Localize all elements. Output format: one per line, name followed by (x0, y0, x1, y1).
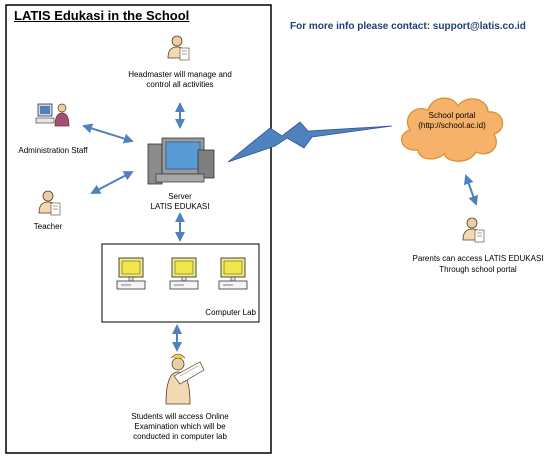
admin-label: Administration Staff (18, 146, 88, 155)
contact-info: For more info please contact: support@la… (290, 21, 526, 32)
lab-computer-icon (116, 257, 146, 290)
student-icon (165, 353, 205, 405)
server-icon (147, 137, 215, 185)
parents-label-line2: Through school portal (439, 265, 517, 274)
lab-computer-icon (169, 257, 199, 290)
school-box-title: LATIS Edukasi in the School (14, 8, 190, 23)
portal-label-line2: (http://school.ac.id) (418, 121, 486, 130)
students-label: Students will access Online Examination … (131, 412, 229, 441)
lightning-icon (227, 121, 393, 163)
server-label-line2: LATIS EDUKASI (150, 202, 210, 211)
portal-label-line1: School portal (428, 111, 476, 120)
arrow-portal-parents (463, 174, 479, 206)
school-boundary (5, 4, 272, 454)
teacher-label: Teacher (33, 222, 63, 231)
teacher-icon (38, 190, 61, 216)
arrow-teacher-server (90, 171, 134, 194)
headmaster-icon (167, 35, 190, 61)
admin-computer-icon (35, 103, 70, 127)
lab-computer-icon (218, 257, 248, 290)
arrow-admin-server (82, 123, 134, 144)
computer-lab-label: Computer Lab (205, 308, 256, 317)
server-label-line1: Server (168, 192, 192, 201)
headmaster-label: Headmaster will manage and control all a… (128, 70, 232, 89)
parents-label-line1: Parents can access LATIS EDUKASI (412, 254, 544, 263)
cloud-icon (401, 97, 504, 162)
parent-icon (462, 217, 485, 243)
